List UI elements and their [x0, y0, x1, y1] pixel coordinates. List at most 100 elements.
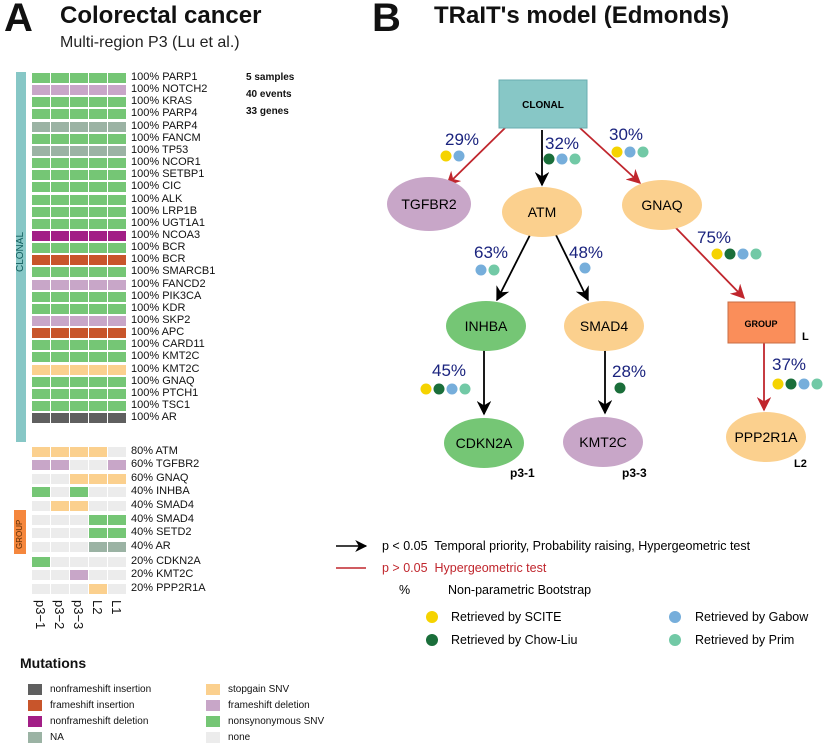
grid-cell: [51, 267, 69, 278]
grid-cell: [89, 291, 107, 302]
grid-cell: [32, 487, 50, 498]
legend-item: nonsynonymous SNV: [206, 716, 324, 727]
row-label: 100% TSC1: [131, 399, 191, 412]
grid-cell: [51, 328, 69, 339]
dot-chowliu: [785, 378, 797, 390]
row-label: 100% LRP1B: [131, 204, 198, 217]
grid-cell: [89, 182, 107, 193]
grid-cell: [108, 364, 126, 375]
row-label: 20% CDKN2A: [131, 555, 201, 567]
dots-clonal-tgfbr2: [440, 150, 465, 162]
grid-cell: [32, 447, 50, 457]
dots-gnaq-group: [711, 248, 762, 260]
grid-cell: [51, 388, 69, 399]
grid-cell: [51, 460, 69, 471]
legend-prim-text: Retrieved by Prim: [695, 633, 794, 647]
grid-cell: [32, 243, 50, 254]
grid-cell: [70, 316, 88, 326]
grid-cell: [89, 267, 107, 278]
grid-cell: [51, 376, 69, 387]
dot-gabow: [737, 248, 749, 260]
edge-label-clonal-gnaq: 30%: [609, 125, 643, 144]
grid-cell: [51, 133, 69, 144]
dot-scite: [772, 378, 784, 390]
grid-cell: [89, 194, 107, 205]
grid-cell: [51, 352, 69, 363]
row-label: 100% PARP4: [131, 107, 198, 120]
dot-chowliu: [543, 153, 555, 165]
node-atm: [502, 187, 582, 237]
grid-cell: [70, 376, 88, 387]
node-cdkn2a: [444, 418, 524, 468]
dot-prim: [637, 146, 649, 158]
grid-cell: [89, 230, 107, 241]
grid-cell: [108, 528, 126, 539]
node-group-label: GROUP: [744, 319, 777, 329]
grid-cell: [108, 170, 126, 181]
node-clonal: [498, 79, 588, 129]
grid-cell: [89, 340, 107, 351]
grid-cell: [89, 528, 107, 539]
legend-label: none: [228, 732, 251, 744]
row-label: 100% NCOA3: [131, 228, 201, 241]
grid-cell: [89, 401, 107, 412]
grid-cell: [108, 145, 126, 156]
node-ppp2r1a-tag: L2: [794, 458, 807, 470]
legend-chowliu-dot: [426, 634, 438, 646]
node-tgfbr2-label: TGFBR2: [401, 196, 456, 212]
grid-cell: [70, 73, 88, 83]
row-label: 100% FANCD2: [131, 277, 206, 290]
edge-clonal-tgfbr2: [445, 127, 506, 187]
node-group-tag: L: [802, 331, 809, 343]
grid-cell: [51, 243, 69, 254]
grid-cell: [108, 473, 126, 484]
row-label: 40% INHBA: [131, 485, 190, 498]
grid-cell: [51, 85, 69, 96]
grid-cell: [70, 145, 88, 156]
grid-cell: [32, 206, 50, 217]
grid-cell: [89, 170, 107, 181]
row-label: 100% PIK3CA: [131, 289, 202, 302]
legend-prim-dot: [669, 634, 681, 646]
grid-cell: [70, 85, 88, 96]
row-label: 100% KMT2C: [131, 350, 200, 363]
edge-gnaq-group: [675, 227, 746, 300]
grid-cell: [32, 376, 50, 387]
grid-cell: [32, 460, 50, 471]
grid-cell: [51, 364, 69, 375]
grid-cell: [51, 255, 69, 266]
grid-cell: [108, 515, 126, 525]
grid-cell: [108, 243, 126, 254]
grid-cell: [51, 97, 69, 108]
node-kmt2c-tag: p3-3: [622, 466, 647, 480]
grid-cell: [32, 182, 50, 193]
grid-cell: [70, 279, 88, 290]
dots-clonal-gnaq: [611, 146, 649, 158]
grid-cell: [89, 328, 107, 339]
grid-cell: [70, 109, 88, 120]
legend-gabow-text: Retrieved by Gabow: [695, 610, 809, 624]
dot-prim: [488, 264, 500, 276]
node-tgfbr2: [387, 177, 471, 231]
row-label: 60% GNAQ: [131, 471, 189, 484]
grid-cell: [51, 487, 69, 498]
grid-cell: [51, 401, 69, 412]
grid-cell: [70, 473, 88, 484]
dot-gabow: [475, 264, 487, 276]
grid-cell: [70, 447, 88, 457]
grid-cell: [70, 170, 88, 181]
grid-cell: [70, 121, 88, 132]
grid-cell: [32, 364, 50, 375]
legend-label: nonframeshift deletion: [50, 716, 149, 728]
edge-label-smad4-kmt2c: 28%: [612, 362, 646, 381]
row-label: 100% AR: [131, 411, 177, 424]
grid-cell: [108, 97, 126, 108]
grid-cell: [108, 413, 126, 424]
grid-cell: [108, 401, 126, 412]
grid-cell: [51, 279, 69, 290]
group-sidebar: [14, 510, 26, 554]
grid-cell: [70, 194, 88, 205]
grid-cell: [32, 170, 50, 181]
grid-cell: [32, 352, 50, 363]
